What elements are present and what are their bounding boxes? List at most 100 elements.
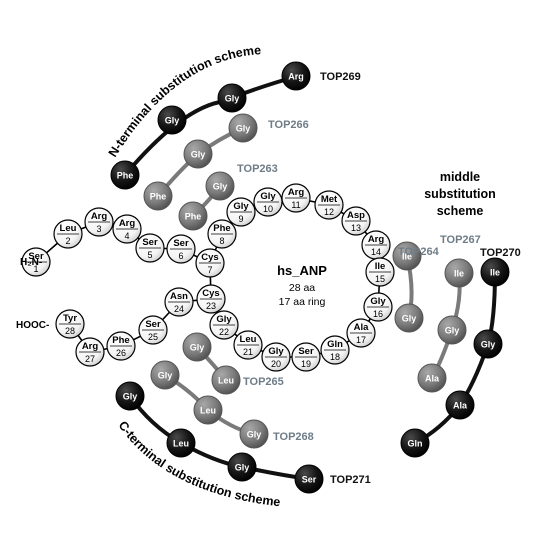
bead-node [182,332,212,362]
bead-node [444,258,474,288]
residue-23: Cys 23 [196,284,226,314]
residue-name: Leu [240,334,257,345]
top266-bead-1: Phe [143,181,173,211]
bead-residue: Phe [185,212,202,222]
residue-number: 14 [371,247,381,257]
residue-24: Asn 24 [164,287,194,317]
residue-number: 19 [301,359,311,369]
bead-residue: Gly [225,94,240,104]
peptide-length: 28 aa [289,282,315,294]
bead-residue: Gly [191,150,206,160]
residue-name: Gly [233,201,249,212]
bead-residue: Ala [453,401,468,411]
top270-bead-1: Ile [480,257,510,287]
bead-residue: Gly [247,430,262,440]
bead-residue: Arg [288,72,304,82]
bead-residue: Gly [445,326,460,336]
peptide-name: hs_ANP [277,263,327,278]
top266-label: TOP266 [268,119,309,131]
residue-number: 3 [96,224,101,234]
top264-bead-2: Gly [394,303,424,333]
top269-label: TOP269 [320,71,361,83]
bead-residue: Gly [158,371,173,381]
residue-number: 16 [373,309,383,319]
variant-beads: PheGlyGlyArgPheGlyGlyPheGlyIleGlyIleGlyA… [110,61,510,494]
residue-number: 20 [271,359,281,369]
residue-name: Ser [173,238,189,249]
bead-node [110,160,140,190]
residue-name: Leu [60,223,77,234]
residue-number: 5 [147,250,152,260]
bead-node [392,241,422,271]
bead-node [480,257,510,287]
bead-residue: Ala [425,374,440,384]
bead-node [445,390,475,420]
top263-beads: Phe Gly [178,171,235,231]
c-terminus-label: HOOC- [16,320,49,331]
residue-number: 22 [219,327,229,337]
residue-name: Ser [145,319,161,330]
top265-label: TOP265 [243,376,284,388]
top268-bead-1: Gly [150,360,180,390]
residue-number: 1 [33,264,38,274]
residue-3: Arg 3 [84,207,114,237]
residue-number: 28 [65,326,75,336]
residue-name: Ala [354,322,370,333]
residue-number: 7 [207,265,212,275]
bead-residue: Leu [218,376,234,386]
bead-node [217,83,247,113]
bead-residue: Gly [165,116,180,126]
top266-bead-3: Gly [228,113,258,143]
top270-bead-4: Gln [400,428,430,458]
residue-number: 2 [65,236,70,246]
top271-bead-4: Ser [294,464,324,494]
residue-name: Ser [28,251,44,262]
bead-residue: Ser [302,475,317,485]
top263-bead-2: Gly [205,171,235,201]
residue-number: 26 [116,348,126,358]
top271-bead-3: Gly [227,452,257,482]
top269-bead-2: Gly [157,105,187,135]
bead-residue: Leu [173,439,189,449]
top269-bead-4: Arg [281,61,311,91]
residue-1: Ser 1 [21,247,51,277]
bead-residue: Gly [190,343,205,353]
top271-label: TOP271 [330,474,371,486]
bead-residue: Gly [402,314,417,324]
residue-name: Asn [170,291,188,302]
middle-scheme-label-line2: substitution [424,187,496,201]
residue-number: 24 [174,304,184,314]
bead-node [239,419,269,449]
residue-name: Cys [202,288,219,299]
bead-node [473,329,503,359]
residue-name: Arg [91,211,108,222]
residue-number: 10 [263,204,273,214]
residue-number: 23 [206,301,216,311]
top267-bead-2: Gly [437,315,467,345]
bead-residue: Gly [213,182,228,192]
top271-bead-2: Leu [166,428,196,458]
residue-name: Arg [82,341,99,352]
top268-bead-3: Gly [239,419,269,449]
bead-node [193,395,223,425]
residue-name: Gly [268,346,284,357]
top269-bead-3: Gly [217,83,247,113]
residue-name: Gln [327,339,343,350]
